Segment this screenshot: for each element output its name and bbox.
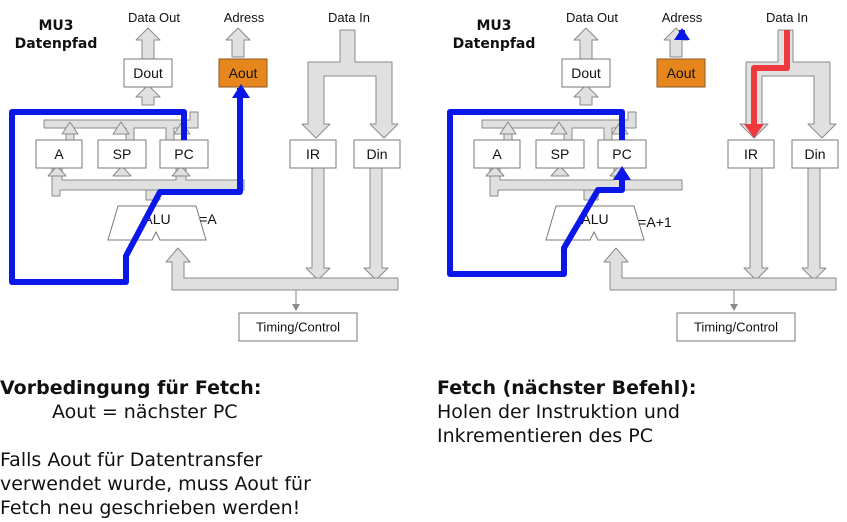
left-dout-register: Dout [123, 58, 173, 88]
left-blue-datapath [9, 88, 243, 285]
svg-text:A: A [492, 146, 502, 162]
svg-text:A: A [54, 146, 64, 162]
left-aout-register: Aout [218, 58, 268, 88]
left-din-register: Din [353, 139, 401, 169]
right-blue-pc-arrowhead [613, 166, 631, 180]
right-text-block: Fetch (nächster Befehl): Holen der Instr… [437, 376, 697, 448]
right-pc-register: PC [597, 139, 647, 169]
svg-text:SP: SP [551, 146, 570, 162]
right-red-datapath [751, 30, 790, 126]
left-text-line-3: verwendet wurde, muss Aout für [0, 473, 311, 495]
svg-text:Din: Din [366, 146, 387, 162]
right-din-register: Din [791, 139, 839, 169]
svg-text:IR: IR [744, 146, 758, 162]
left-sp-register: SP [97, 139, 147, 169]
right-alu-label: ALU [581, 211, 608, 227]
right-dout-register: Dout [561, 58, 611, 88]
svg-text:IR: IR [306, 146, 320, 162]
right-red-arrowhead [744, 124, 764, 138]
right-alu-operation: =A+1 [638, 214, 672, 230]
left-blue-arrowhead [232, 84, 250, 98]
svg-text:Aout: Aout [229, 65, 258, 81]
svg-text:Din: Din [804, 146, 825, 162]
right-aout-register: Aout [656, 58, 706, 88]
left-diagram-title-1: MU3 [38, 18, 73, 34]
left-text-heading: Vorbedingung für Fetch: [0, 377, 262, 399]
right-timing-control: Timing/Control [676, 312, 796, 342]
left-label-adress: Adress [224, 10, 265, 25]
svg-text:PC: PC [174, 146, 193, 162]
left-alu-operation: =A [199, 211, 217, 227]
right-diagram-title-2: Datenpfad [453, 36, 536, 52]
left-text-line-2: Falls Aout für Datentransfer [0, 449, 263, 471]
right-ir-register: IR [727, 139, 775, 169]
right-sp-register: SP [535, 139, 585, 169]
svg-text:Timing/Control: Timing/Control [256, 320, 340, 335]
right-text-line-1: Holen der Instruktion und [437, 401, 680, 423]
svg-text:Dout: Dout [571, 65, 601, 81]
svg-text:PC: PC [612, 146, 631, 162]
left-label-data-in: Data In [328, 10, 370, 25]
left-text-line-4: Fetch neu geschrieben werden! [0, 497, 301, 519]
left-ir-register: IR [289, 139, 337, 169]
left-timing-control: Timing/Control [238, 312, 358, 342]
left-diagram-title-2: Datenpfad [15, 36, 98, 52]
left-pc-register: PC [159, 139, 209, 169]
left-text-line-1: Aout = nächster PC [52, 401, 238, 423]
right-text-heading: Fetch (nächster Befehl): [437, 377, 697, 399]
left-datapath-diagram: MU3 Datenpfad Data Out Adress Data In Do… [9, 10, 401, 342]
right-a-register: A [473, 139, 521, 169]
right-blue-adress-arrowhead [674, 28, 690, 40]
right-diagram-title-1: MU3 [476, 18, 511, 34]
svg-text:Aout: Aout [667, 65, 696, 81]
right-label-adress: Adress [662, 10, 703, 25]
right-blue-datapath [447, 109, 625, 277]
left-text-block: Vorbedingung für Fetch: Aout = nächster … [0, 376, 311, 520]
right-label-data-in: Data In [766, 10, 808, 25]
left-a-register: A [35, 139, 83, 169]
svg-text:Timing/Control: Timing/Control [694, 320, 778, 335]
right-label-data-out: Data Out [566, 10, 618, 25]
svg-text:SP: SP [113, 146, 132, 162]
svg-text:Dout: Dout [133, 65, 163, 81]
left-label-data-out: Data Out [128, 10, 180, 25]
right-text-line-2: Inkrementieren des PC [437, 425, 653, 447]
right-datapath-diagram: MU3 Datenpfad Data Out Adress Data In Do… [447, 10, 839, 342]
